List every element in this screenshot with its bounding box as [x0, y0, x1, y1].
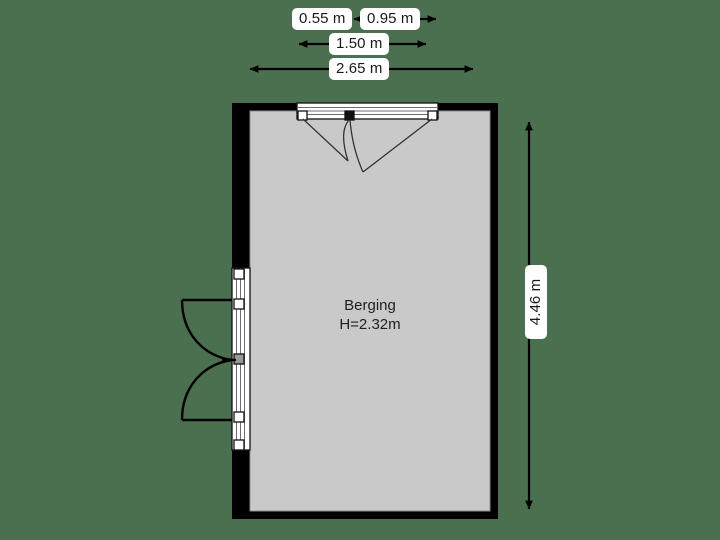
dimension-label-2-65: 2.65 m — [329, 58, 390, 80]
dimension-label-0-95: 0.95 m — [360, 8, 421, 30]
dimension-label-4-46: 4.46 m — [525, 265, 547, 339]
double-door-left — [180, 267, 251, 451]
room-height-label: H=2.32m — [339, 316, 401, 333]
dimension-label-0-55: 0.55 m — [292, 8, 353, 30]
double-door-top — [296, 102, 439, 173]
room-name-label: Berging — [344, 297, 396, 314]
room-walls — [232, 103, 498, 519]
dimension-label-1-50: 1.50 m — [329, 33, 390, 55]
